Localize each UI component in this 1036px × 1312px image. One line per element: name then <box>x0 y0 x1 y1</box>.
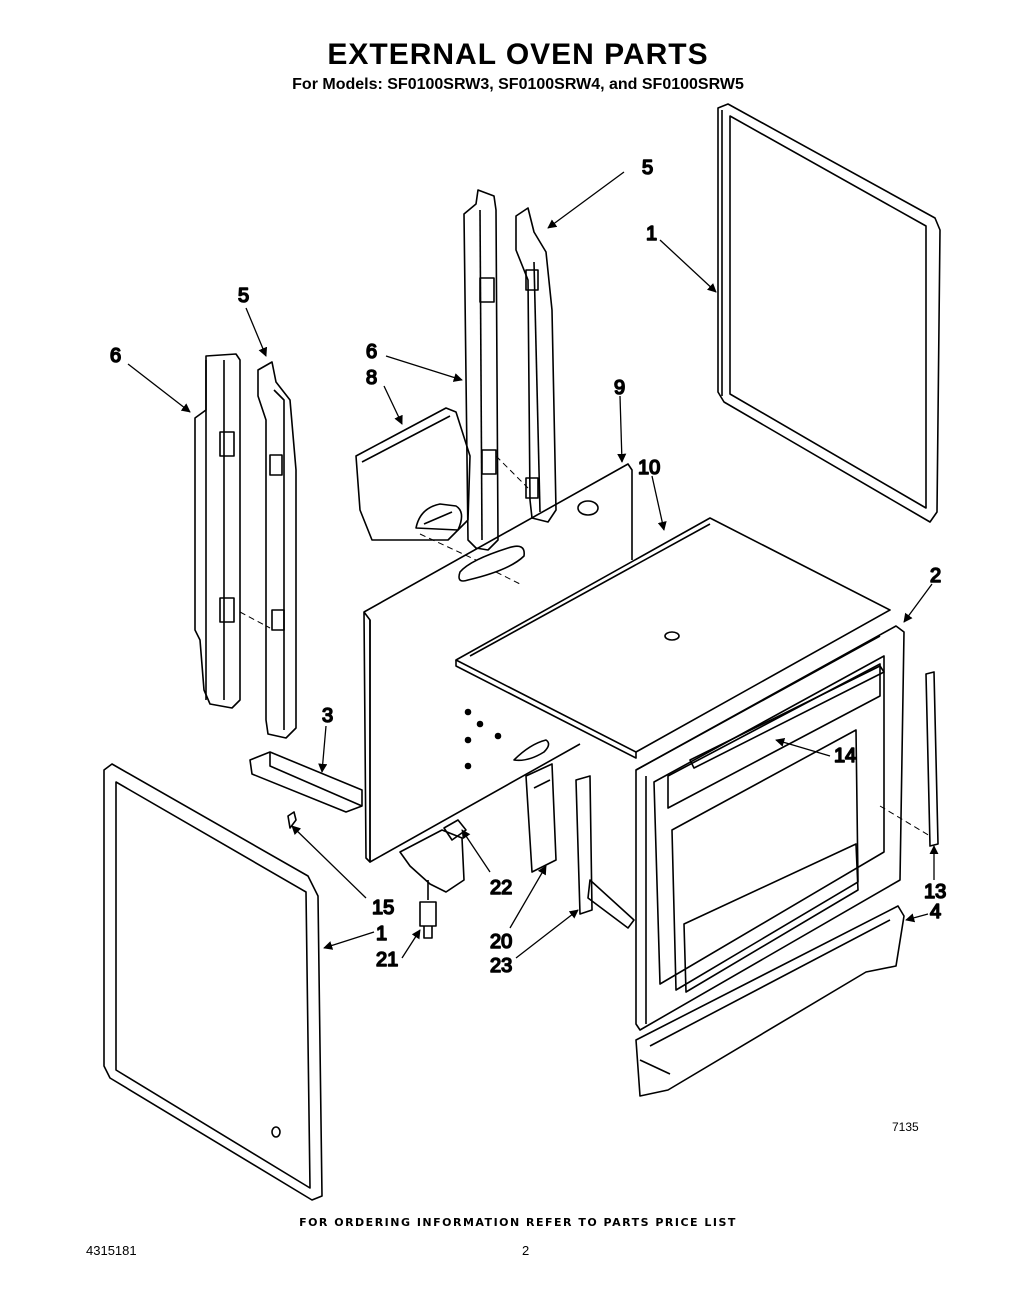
callout-21: 21 <box>376 949 398 971</box>
document-number: 4315181 <box>86 1243 137 1258</box>
models-subtitle: For Models: SF0100SRW3, SF0100SRW4, and … <box>292 76 744 93</box>
part-13-side-strip <box>925 671 939 847</box>
callout-9: 9 <box>614 377 625 399</box>
assembly-dashed-lines <box>239 455 931 837</box>
callout-1-bottom: 1 <box>376 923 387 945</box>
callout-15: 15 <box>372 897 394 919</box>
callout-8: 8 <box>366 367 377 389</box>
page-title: EXTERNAL OVEN PARTS <box>327 38 709 71</box>
part-10-top-panel <box>455 517 891 759</box>
part-3-bracket <box>249 751 363 813</box>
callout-4: 4 <box>930 901 941 923</box>
part-1-top-frame <box>717 103 941 523</box>
part-2-front-frame <box>635 625 905 1031</box>
part-9-back-panel <box>363 463 633 863</box>
part-14-trim-strip <box>689 665 885 769</box>
callout-5-left: 5 <box>238 285 249 307</box>
callout-2: 2 <box>930 565 941 587</box>
callout-5-top: 5 <box>642 157 653 179</box>
callout-1-top: 1 <box>646 223 657 245</box>
part-21-leveling-leg <box>399 829 465 939</box>
part-23-hinge <box>575 775 635 929</box>
leader-lines <box>127 171 939 959</box>
part-5-left-column <box>257 361 297 739</box>
page-number: 2 <box>522 1243 530 1258</box>
part-4-kickplate <box>635 905 905 1097</box>
callout-14: 14 <box>834 745 856 767</box>
part-1-bottom-frame <box>103 763 323 1201</box>
ordering-note: FOR ORDERING INFORMATION REFER TO PARTS … <box>299 1216 737 1229</box>
callout-22: 22 <box>490 877 512 899</box>
diagram-reference-number: 7135 <box>892 1120 919 1134</box>
part-5-right-column <box>515 207 557 523</box>
callout-10: 10 <box>638 457 660 479</box>
callout-6-left: 6 <box>110 345 121 367</box>
part-15-screw <box>287 811 297 829</box>
callout-20: 20 <box>490 931 512 953</box>
callout-13: 13 <box>924 881 946 903</box>
callout-23: 23 <box>490 955 512 977</box>
part-6-mid-column <box>463 189 499 551</box>
part-20-bracket <box>525 763 557 873</box>
part-8-vent-duct <box>355 407 471 541</box>
callout-3: 3 <box>322 705 333 727</box>
part-6-left-column <box>194 353 241 709</box>
callout-6-mid: 6 <box>366 341 377 363</box>
